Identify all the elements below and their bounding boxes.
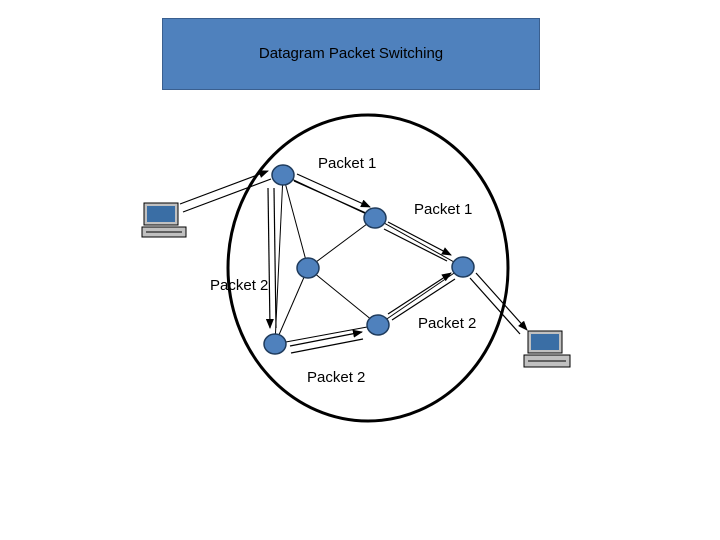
link-d-e [274, 324, 379, 345]
link-b-c [307, 217, 376, 269]
diagram-title: Datagram Packet Switching [258, 44, 444, 62]
link-b-f [374, 217, 464, 268]
path-d-f-2 [391, 278, 456, 321]
path-a-b-2 [293, 180, 367, 214]
path-a-b-1 [296, 173, 371, 208]
computer-icon [141, 202, 187, 238]
path-d-f-1 [387, 272, 452, 315]
path-b-f-2 [383, 228, 448, 262]
router-node [296, 257, 320, 279]
router-node [271, 164, 295, 186]
packet-paths [179, 170, 528, 354]
computer-icon [523, 330, 571, 368]
path-a-e-2 [273, 187, 277, 329]
router-node [263, 333, 287, 355]
label-packet1-top: Packet 1 [318, 155, 376, 172]
link-a-c [282, 174, 309, 269]
nodes [263, 164, 475, 355]
path-f-host2-2 [469, 277, 521, 335]
path-f-host2-1 [475, 272, 528, 331]
path-e-d-2 [290, 338, 364, 354]
title-box: Datagram Packet Switching [162, 18, 540, 90]
label-packet2-left: Packet 2 [210, 277, 268, 294]
path-a-e-1 [265, 187, 274, 329]
router-node [366, 314, 390, 336]
path-host1-a-2 [182, 178, 272, 213]
link-c-e [274, 267, 309, 345]
path-host1-a-1 [179, 170, 269, 205]
router-node [363, 207, 387, 229]
network-cloud [226, 113, 510, 423]
label-packet2-right: Packet 2 [418, 315, 476, 332]
router-node [451, 256, 475, 278]
label-packet2-bottom: Packet 2 [307, 369, 365, 386]
path-b-f-1 [387, 221, 452, 256]
link-c-d [307, 267, 379, 326]
path-e-d-1 [289, 329, 363, 347]
label-packet1-right: Packet 1 [414, 201, 472, 218]
